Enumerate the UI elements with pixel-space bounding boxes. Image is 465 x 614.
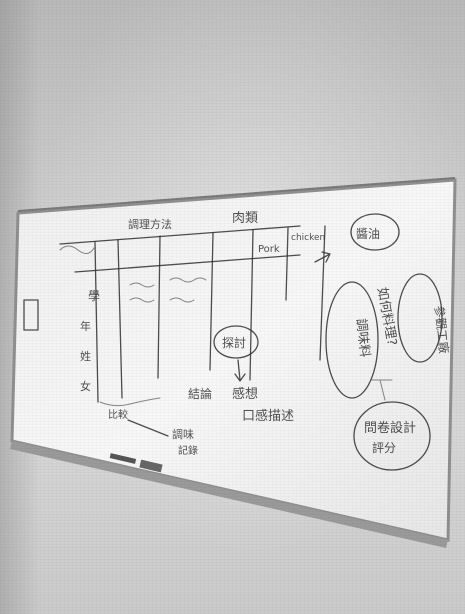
- circle-discuss: [213, 325, 259, 359]
- label-score: 評分: [372, 440, 396, 455]
- label-seasoning: 調味料: [353, 318, 372, 358]
- label-discuss: 探討: [222, 335, 246, 350]
- whiteboard-frame-top: [17, 177, 456, 212]
- bottom-label-season: 調味: [172, 427, 194, 441]
- circle-factory: [397, 273, 443, 363]
- bottom-label-compare: 比較: [108, 408, 128, 421]
- table-grid: [59, 225, 326, 403]
- left-label-1: 學: [88, 289, 100, 303]
- cell-scribbles: [59, 245, 207, 407]
- header-label-method: 調理方法: [128, 217, 172, 231]
- left-column-labels: 學 年 姓 女: [80, 289, 100, 393]
- header-label-pork: Pork: [258, 244, 280, 255]
- middle-labels: 探討 感想 結論 口感描述: [188, 325, 294, 424]
- circle-survey: [353, 401, 431, 471]
- marker-tray: [10, 441, 448, 548]
- eraser: [139, 459, 163, 473]
- label-soy: 醬油: [356, 226, 380, 241]
- label-texture: 口感描述: [242, 408, 294, 424]
- bottom-labels: 比較 調味 記錄: [108, 408, 198, 457]
- label-conclusion: 結論: [188, 386, 212, 401]
- arrow-bottom: [127, 419, 169, 437]
- marker: [109, 453, 137, 464]
- label-feeling: 感想: [232, 386, 258, 402]
- arrow-right: [314, 251, 331, 263]
- left-label-4: 女: [80, 379, 91, 393]
- circle-soy: [350, 213, 400, 251]
- bottom-label-record: 記錄: [178, 444, 198, 457]
- circle-seasoning: [325, 281, 379, 399]
- label-survey: 問卷設計: [364, 420, 416, 436]
- arrow-down: [234, 359, 246, 382]
- left-label-3: 姓: [80, 349, 91, 363]
- label-factory: 參觀工廠: [432, 305, 452, 354]
- left-label-2: 年: [80, 319, 91, 333]
- header-label-meat: 肉類: [232, 211, 258, 226]
- left-edge-sticky: [23, 299, 39, 331]
- header-label-chicken: chicken: [291, 233, 325, 243]
